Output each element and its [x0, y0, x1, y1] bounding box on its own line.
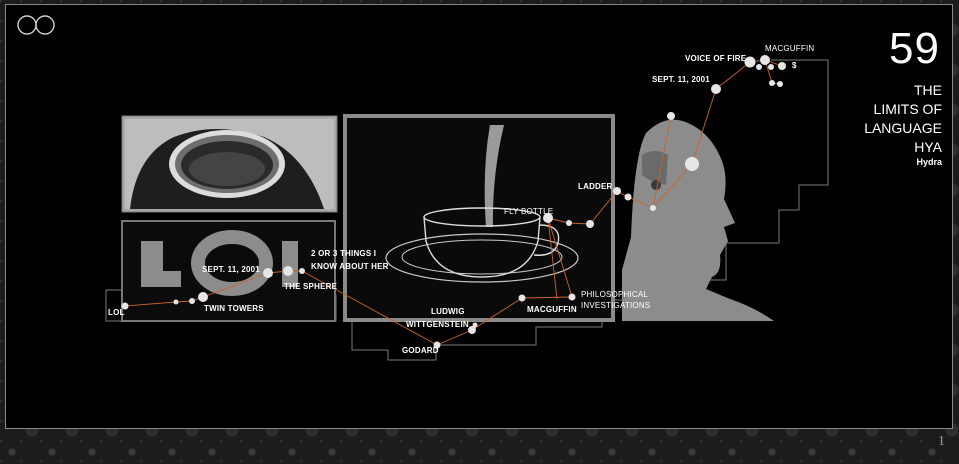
label-voice-of-fire[interactable]: VOICE OF FIRE	[685, 54, 747, 63]
node-fly-bottle	[543, 213, 553, 223]
label-two-or-three-2[interactable]: KNOW ABOUT HER	[311, 262, 389, 271]
node-c	[566, 220, 572, 226]
label-philosophical-2[interactable]: INVESTIGATIONS	[581, 301, 651, 310]
title-line-2: LIMITS OF	[873, 101, 942, 117]
label-dollar[interactable]: $	[792, 61, 797, 70]
node-twin-towers	[198, 292, 208, 302]
node-sept11-left	[263, 268, 273, 278]
node-f	[650, 205, 656, 211]
node-two-or-three	[299, 268, 305, 274]
node-ladder	[613, 187, 621, 195]
coffee-cup-top-view-photo	[121, 115, 338, 213]
title-line-3: LANGUAGE	[864, 120, 942, 136]
node-d	[586, 220, 594, 228]
label-two-or-three-1[interactable]: 2 OR 3 THINGS I	[311, 249, 377, 258]
concept-nodes	[121, 55, 786, 349]
node-b	[189, 298, 195, 304]
node-j	[768, 64, 774, 70]
node-voice-of-fire	[744, 56, 756, 68]
slide-title: THE LIMITS OF LANGUAGE HYA Hydra	[782, 81, 942, 168]
node-dollar	[778, 62, 786, 70]
node-wittgenstein	[468, 326, 476, 334]
label-lol[interactable]: LOL	[108, 308, 125, 317]
coffee-pouring-cup-drawing	[343, 114, 615, 322]
concept-map	[105, 55, 829, 361]
title-line-1: THE	[914, 82, 942, 98]
node-ludwig	[472, 322, 478, 328]
slide-subtitle: Hydra	[916, 157, 942, 167]
label-sept11-top[interactable]: SEPT. 11, 2001	[652, 75, 710, 84]
label-philosophical-1[interactable]: PHILOSOPHICAL	[581, 290, 649, 299]
label-macguffin-mid[interactable]: MACGUFFIN	[527, 305, 577, 314]
label-the-sphere[interactable]: THE SPHERE	[284, 282, 338, 291]
node-k	[769, 80, 775, 86]
node-macguffin-top	[760, 55, 770, 65]
label-macguffin-top[interactable]: MACGUFFIN	[765, 44, 815, 53]
label-ludwig[interactable]: LUDWIG	[431, 307, 465, 316]
node-sept11-top	[711, 84, 721, 94]
node-g	[685, 157, 699, 171]
page-number[interactable]: 1	[938, 434, 945, 449]
node-i	[756, 64, 762, 70]
node-godard	[433, 341, 441, 349]
label-fly-bottle[interactable]: FLY BOTTLE	[504, 207, 554, 216]
label-ladder[interactable]: LADDER	[578, 182, 613, 191]
label-godard[interactable]: GODARD	[402, 346, 439, 355]
node-e	[624, 193, 632, 201]
slide-stage: LOL TWIN TOWERS SEPT. 11, 2001 2 OR 3 TH…	[5, 4, 953, 429]
infinity-loop-icon[interactable]	[16, 14, 56, 36]
title-line-4: HYA	[914, 139, 942, 155]
node-a	[173, 299, 179, 305]
node-l	[777, 81, 783, 87]
node-the-sphere	[283, 266, 293, 276]
label-twin-towers[interactable]: TWIN TOWERS	[204, 304, 264, 313]
node-h	[667, 112, 675, 120]
node-philosophical	[568, 293, 576, 301]
slide-number: 59	[889, 24, 940, 73]
label-wittgenstein[interactable]: WITTGENSTEIN	[406, 320, 469, 329]
node-lol	[121, 302, 129, 310]
node-macguffin-mid	[518, 294, 526, 302]
label-sept11-left[interactable]: SEPT. 11, 2001	[202, 265, 260, 274]
